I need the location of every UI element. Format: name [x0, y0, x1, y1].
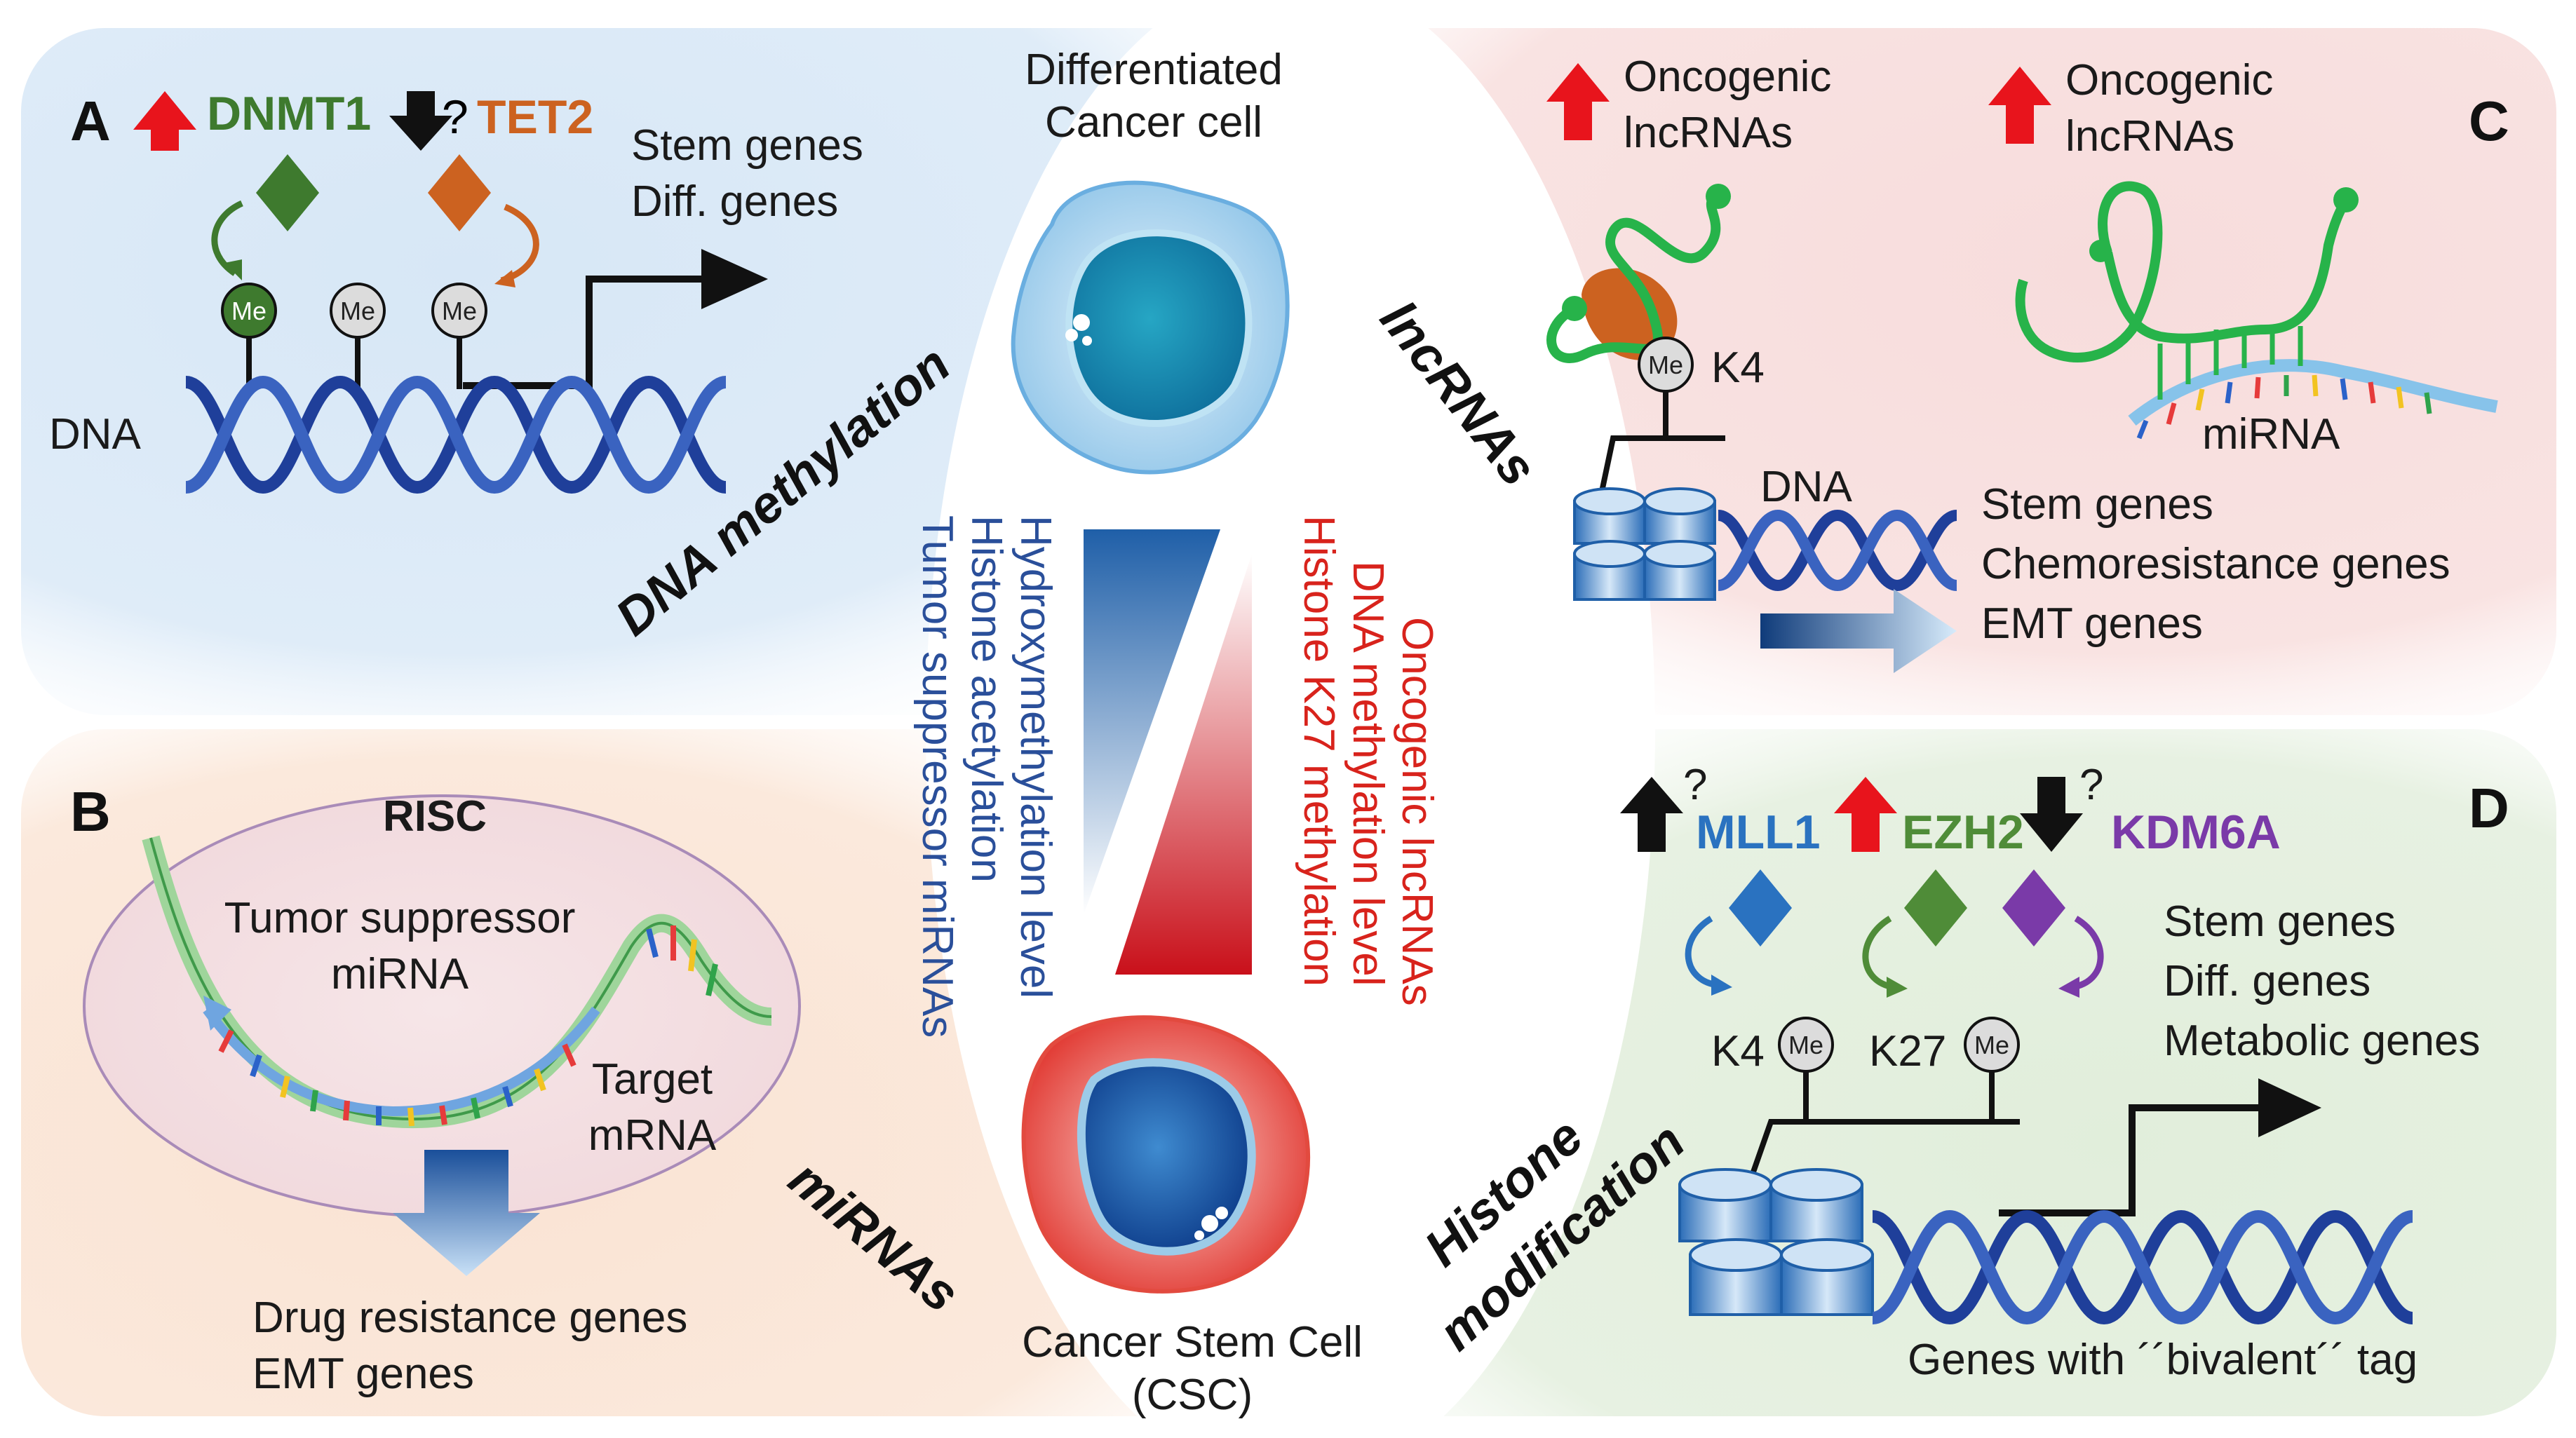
panel-b-letter: B: [70, 780, 111, 843]
me-label-k4-d: Me: [1788, 1031, 1823, 1059]
me-ball-gray-2: [431, 283, 487, 339]
panel-c-gene-line1: Stem genes: [1981, 480, 2213, 529]
bottom-cell-label-line1: Cancer Stem Cell: [1022, 1318, 1363, 1366]
mll1-question-mark: ?: [1683, 761, 1707, 809]
panel-a-gene-line2: Diff. genes: [631, 177, 838, 226]
lnc1-strand-icon: [1546, 191, 1721, 363]
panel-a-letter: A: [70, 90, 111, 152]
red-label-histone-k27: Histone K27 methylation: [1295, 515, 1343, 986]
tet2-down-arrow-icon: [389, 91, 452, 151]
panel-c-nucleosome-icon: [1573, 487, 1716, 601]
tumor-suppressor-mirna-line1: Tumor suppressor: [224, 894, 576, 942]
panel-d-dna-helix-icon: [1871, 1209, 2414, 1325]
mll1-up-arrow-icon: [1620, 777, 1683, 852]
red-label-oncogenic-lncrnas: Oncogenic lncRNAs: [1393, 617, 1441, 1006]
tumor-suppressor-mirna-line2: miRNA: [331, 950, 469, 998]
mirna-strip-icon: [2128, 359, 2498, 426]
panel-a-transcription-arrow-icon: [463, 276, 708, 389]
panel-c-right-arrow-icon: [1760, 589, 1957, 673]
lnc1-label-line1: Oncogenic: [1624, 53, 1831, 101]
kdm6a-label: KDM6A: [2111, 806, 2281, 859]
ezh2-diamond-icon: [1904, 869, 1967, 947]
red-label-dna-methylation: DNA methylation level: [1344, 561, 1392, 986]
panel-c-dna-label: DNA: [1760, 463, 1853, 511]
kdm6a-diamond-icon: [2002, 869, 2065, 947]
mll1-curve-arrow-icon: [1685, 916, 1719, 989]
panel-c-gene-line3: EMT genes: [1981, 599, 2203, 648]
blue-label-hydroxymethylation: Hydroxymethylation level: [1011, 515, 1060, 998]
k27-label-d: K27: [1869, 1027, 1946, 1076]
k4-label-d: K4: [1711, 1027, 1765, 1076]
target-mrna-line1: Target: [592, 1055, 713, 1104]
blue-label-histone-acetylation: Histone acetylation: [962, 515, 1011, 883]
lnc1-label-line2: lncRNAs: [1624, 109, 1793, 157]
ezh2-label: EZH2: [1902, 806, 2024, 859]
tet2-label: TET2: [477, 90, 593, 144]
blue-gradient-wedge: [1084, 529, 1220, 915]
me-label-gray-1: Me: [340, 297, 375, 325]
panel-d-nucleosome-icon: [1678, 1168, 1874, 1316]
panel-b-down-arrow-icon: [393, 1150, 540, 1276]
panel-a-gene-line1: Stem genes: [631, 121, 863, 170]
me-label-gray-2: Me: [442, 297, 477, 325]
me-ball-green: [221, 283, 277, 339]
bottom-cell-label-line2: (CSC): [1132, 1371, 1253, 1419]
tet2-diamond-icon: [428, 154, 491, 231]
risc-label: RISC: [383, 792, 487, 841]
tumor-suppressor-mirna-strand-icon: [203, 1006, 600, 1117]
mll1-label: MLL1: [1696, 806, 1821, 859]
mll1-diamond-icon: [1729, 869, 1792, 947]
me-label-k4-c: Me: [1648, 351, 1683, 379]
mirna-label-c: miRNA: [2202, 410, 2340, 459]
me-ball-gray-1: [330, 283, 386, 339]
panel-d-gene-line3: Metabolic genes: [2164, 1017, 2481, 1065]
lnc2-label-line2: lncRNAs: [2065, 112, 2234, 161]
dnmt1-diamond-icon: [256, 154, 319, 231]
tet2-curve-arrow-icon: [500, 203, 539, 284]
panel-d-transcription-arrow-icon: [1999, 1104, 2265, 1216]
target-mrna-line2: mRNA: [588, 1111, 717, 1160]
lnc2-label-line1: Oncogenic: [2065, 56, 2273, 104]
bivalent-genes-label: Genes with ´´bivalent´´ tag: [1908, 1336, 2417, 1384]
differentiated-cell-icon: [1011, 180, 1290, 475]
lnc2-base-pairs-icon: [2136, 326, 2432, 440]
panel-c-gene-line2: Chemoresistance genes: [1981, 540, 2450, 588]
panel-c-dna-helix-icon: [1717, 509, 1958, 592]
tet2-question-mark: ?: [442, 90, 468, 144]
lnc1-up-arrow-icon: [1546, 63, 1610, 140]
kdm6a-down-arrow-icon: [2020, 777, 2083, 852]
panel-a-dna-label: DNA: [49, 410, 142, 459]
blue-label-tumor-suppressor-mirnas: Tumor suppressor miRNAs: [913, 515, 962, 1038]
panel-d-gene-line1: Stem genes: [2164, 897, 2396, 946]
panel-d-gene-line2: Diff. genes: [2164, 957, 2371, 1005]
kdm6a-question-mark: ?: [2079, 761, 2103, 809]
k4-label-c: K4: [1711, 344, 1765, 392]
me-label-green: Me: [231, 297, 267, 325]
dnmt1-label: DNMT1: [207, 87, 371, 140]
ezh2-up-arrow-icon: [1834, 777, 1897, 852]
red-gradient-wedge: [1115, 554, 1252, 975]
dnmt1-up-arrow-icon: [133, 91, 196, 151]
panel-a-dna-helix-icon: [184, 375, 727, 494]
top-cell-label-line1: Differentiated: [1025, 46, 1283, 94]
panel-d-letter: D: [2469, 777, 2509, 839]
panel-b-gene-line1: Drug resistance genes: [252, 1294, 687, 1342]
lnc2-up-arrow-icon: [1988, 67, 2051, 144]
dnmt1-curve-arrow-icon: [211, 200, 243, 276]
kdm6a-curve-arrow-icon: [2072, 916, 2104, 991]
cancer-stem-cell-icon: [1021, 1015, 1311, 1294]
base-pair-ticks-icon: [218, 925, 718, 1127]
me-label-k27-d: Me: [1974, 1031, 2009, 1059]
top-cell-label-line2: Cancer cell: [1045, 98, 1262, 147]
panel-b-gene-line2: EMT genes: [252, 1350, 474, 1398]
ezh2-curve-arrow-icon: [1862, 916, 1894, 991]
panel-c-letter: C: [2469, 90, 2509, 152]
